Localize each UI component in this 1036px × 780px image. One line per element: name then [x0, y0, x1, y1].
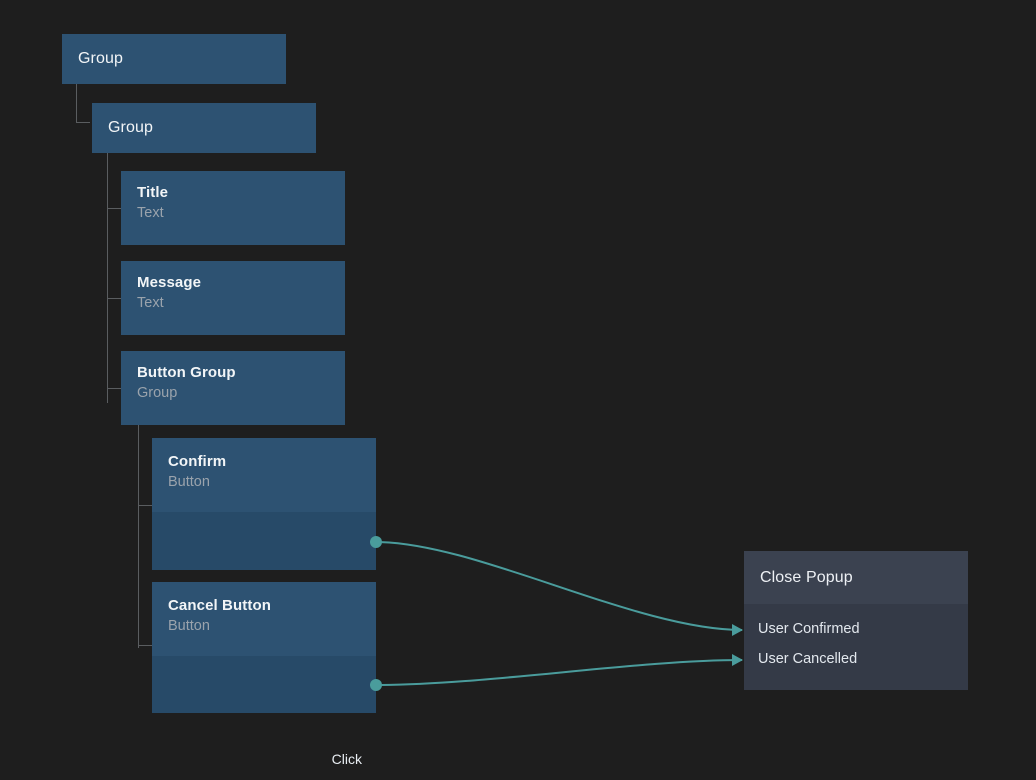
node-title: Close Popup	[760, 568, 853, 586]
tree-line-vertical	[76, 84, 77, 122]
node-output-ports: Click	[152, 656, 376, 767]
node-confirm-button[interactable]: ConfirmButtonClick	[152, 438, 376, 624]
node-title: Title	[137, 184, 169, 201]
node-title: Group	[78, 50, 123, 67]
input-port-user-cancelled[interactable]: User Cancelled	[744, 651, 857, 667]
edge-path	[375, 659, 743, 686]
tree-line-elbow	[138, 645, 152, 646]
edge-path	[375, 541, 743, 631]
tree-line-elbow	[138, 505, 152, 506]
port-label: User Confirmed	[758, 621, 860, 637]
node-title: Message	[137, 274, 202, 291]
node-subtitle: Button	[168, 618, 210, 634]
port-label: Click	[331, 751, 362, 767]
tree-line-vertical	[138, 425, 139, 648]
tree-line-elbow	[107, 298, 121, 299]
node-title: Button Group	[137, 364, 236, 381]
node-output-ports: Click	[152, 512, 376, 624]
node-subtitle: Text	[137, 205, 164, 221]
node-title: Cancel Button	[168, 597, 271, 614]
edge-confirm-to-user-confirmed[interactable]	[370, 536, 743, 636]
node-subtitle: Text	[137, 295, 164, 311]
edge-arrowhead	[732, 654, 743, 666]
node-subtitle: Button	[168, 474, 210, 490]
tree-line-elbow	[107, 208, 121, 209]
node-header: Close Popup	[744, 551, 968, 604]
tree-line-vertical	[107, 153, 108, 403]
tree-line-elbow	[76, 122, 90, 123]
node-group-child[interactable]: Group	[92, 103, 316, 153]
node-subtitle: Group	[137, 385, 178, 401]
node-group-root[interactable]: Group	[62, 34, 286, 84]
edge-arrowhead	[732, 624, 743, 636]
node-title: Confirm	[168, 453, 227, 470]
output-port-click[interactable]: Click	[332, 751, 362, 767]
node-title: Group	[108, 119, 153, 136]
input-port-user-confirmed[interactable]: User Confirmed	[744, 621, 860, 637]
tree-line-elbow	[107, 388, 121, 389]
edge-cancel-to-user-cancelled[interactable]	[370, 654, 743, 691]
port-label: User Cancelled	[758, 651, 858, 667]
